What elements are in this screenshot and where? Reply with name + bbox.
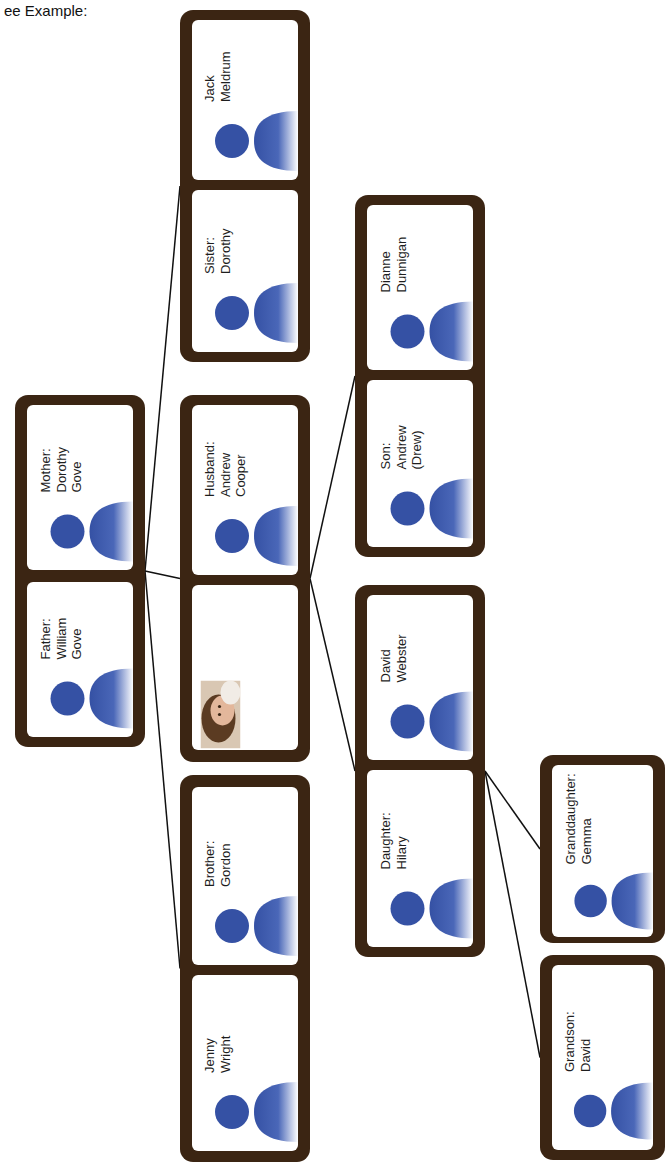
card-content: Jenny Wright (192, 975, 298, 1151)
person-text: Grandson: David (562, 1011, 593, 1072)
person-text: Father: William Gove (37, 617, 84, 659)
person-card: Granddaughter: Gemma (552, 765, 653, 937)
couple-frame: Son: Andrew (Drew) Dianne Dunnigan (355, 195, 485, 557)
person-silhouette (192, 499, 298, 573)
card-content: Father: William Gove (27, 582, 133, 737)
person-text: Mother: Dorothy Gove (37, 446, 84, 492)
person-card: Daughter: Hilary (367, 770, 473, 947)
card-content: Jack Meldrum (192, 20, 298, 180)
person-text: Granddaughter: Gemma (562, 773, 593, 864)
person-name: Grandson: David (562, 1011, 593, 1072)
person-card: Father: William Gove (27, 582, 133, 737)
couple-frame: Granddaughter: Gemma (540, 755, 665, 943)
person-card: Brother: Gordon (192, 787, 298, 965)
connector (310, 579, 355, 772)
couple-frame: Daughter: Hilary David Webster (355, 585, 485, 957)
connector (145, 571, 180, 969)
card-content: Sister: Dorothy (192, 190, 298, 352)
card-content: Husband: Andrew Cooper (192, 405, 298, 575)
couple-frame: Grandson: David (540, 955, 665, 1160)
person-silhouette (192, 104, 298, 178)
connector (145, 186, 180, 571)
person-name: Brother: Gordon (202, 841, 233, 887)
connector (485, 771, 540, 1058)
person-text: Husband: Andrew Cooper (202, 441, 249, 497)
person-silhouette (367, 471, 473, 545)
person-name: Granddaughter: Gemma (562, 773, 593, 864)
person-silhouette (367, 294, 473, 368)
connector (310, 376, 355, 579)
person-silhouette (27, 494, 133, 568)
card-content: Brother: Gordon (192, 787, 298, 965)
person-text: Daughter: Hilary (377, 812, 408, 869)
person-text: Jack Meldrum (202, 51, 233, 102)
card-content: Grandson: David (552, 965, 653, 1150)
person-card: Mother: Dorothy Gove (27, 405, 133, 570)
person-text: Dianne Dunnigan (377, 236, 408, 292)
card-content: Granddaughter: Gemma (552, 765, 653, 937)
photo (200, 680, 240, 748)
card-content: Dianne Dunnigan (367, 205, 473, 370)
person-silhouette (367, 871, 473, 945)
couple-frame: Sister: Dorothy Jack Meldrum (180, 10, 310, 362)
card-content: Daughter: Hilary (367, 770, 473, 947)
card-content: Son: Andrew (Drew) (367, 380, 473, 547)
person-silhouette (552, 1074, 653, 1148)
person-silhouette (552, 866, 653, 935)
person-silhouette (27, 661, 133, 735)
person-text: Brother: Gordon (202, 841, 233, 887)
person-text: Sister: Dorothy (202, 228, 233, 274)
person-name: Daughter: Hilary (377, 812, 408, 869)
person-card: Grandson: David (552, 965, 653, 1150)
person-card: Sister: Dorothy (192, 190, 298, 352)
connector (485, 771, 540, 849)
person-card: Dianne Dunnigan (367, 205, 473, 370)
person-name: Jenny Wright (202, 1036, 233, 1073)
person-text: David Webster (377, 634, 408, 682)
person-name: Mother: Dorothy Gove (37, 446, 84, 492)
couple-frame: Father: William Gove Mother: Dorothy Gove (15, 395, 145, 747)
person-card: Husband: Andrew Cooper (192, 405, 298, 575)
person-name: Jack Meldrum (202, 51, 233, 102)
person-card: Jack Meldrum (192, 20, 298, 180)
person-silhouette (192, 276, 298, 350)
card-content: David Webster (367, 595, 473, 760)
connector (145, 571, 180, 579)
person-card: David Webster (367, 595, 473, 760)
person-name: Son: Andrew (Drew) (377, 425, 424, 469)
person-card: Jenny Wright (192, 975, 298, 1151)
person-name: Dianne Dunnigan (377, 236, 408, 292)
card-content: Mother: Dorothy Gove (27, 405, 133, 570)
couple-frame: Husband: Andrew Cooper (180, 395, 310, 762)
person-card: Son: Andrew (Drew) (367, 380, 473, 547)
person-name: Father: William Gove (37, 617, 84, 659)
person-card (192, 585, 298, 750)
person-silhouette (192, 1075, 298, 1149)
person-text: Son: Andrew (Drew) (377, 425, 424, 469)
heading-label: ee Example: (4, 2, 87, 19)
couple-frame: Jenny Wright Brother: Gordon (180, 775, 310, 1162)
person-name: Husband: Andrew Cooper (202, 441, 249, 497)
person-silhouette (367, 684, 473, 758)
person-text: Jenny Wright (202, 1036, 233, 1073)
person-silhouette (192, 889, 298, 963)
person-name: David Webster (377, 634, 408, 682)
card-content (192, 585, 298, 750)
person-name: Sister: Dorothy (202, 228, 233, 274)
